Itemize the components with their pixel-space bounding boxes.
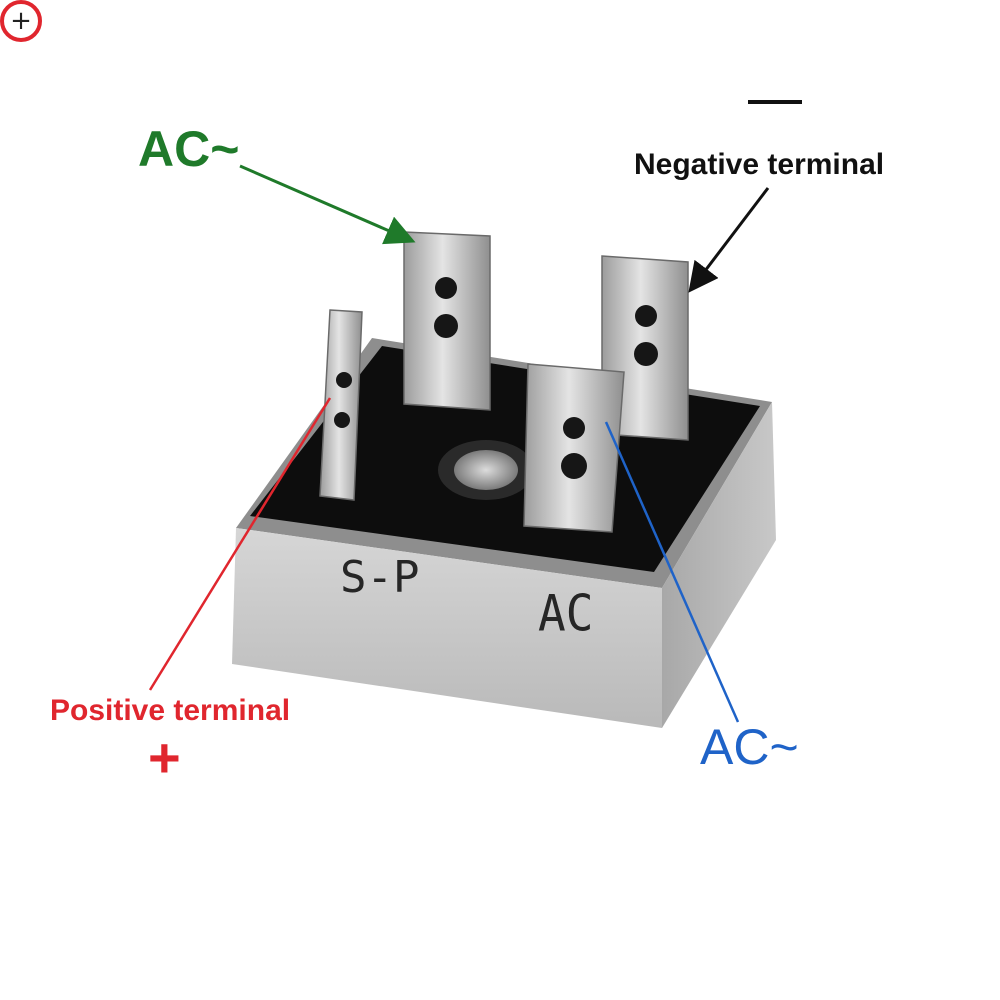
positive-terminal-label: Positive terminal (50, 694, 291, 727)
arrow-ac-right (604, 421, 740, 723)
terminal-positive (319, 309, 363, 501)
manufacturer-logo-mark: S-P (340, 552, 420, 603)
negative-terminal-label: Negative terminal (634, 148, 885, 181)
ac-label-right: AC~ (700, 719, 799, 775)
arrow-ac-top (239, 164, 416, 245)
positive-symbol: + (148, 726, 181, 789)
positive-polarity-mark: + (0, 0, 42, 42)
mounting-hole-inner (454, 450, 518, 490)
ac-label-top: AC~ (138, 121, 240, 177)
rectifier-housing (232, 338, 776, 728)
housing-right-face (662, 402, 776, 728)
terminal-negative (601, 255, 689, 441)
housing-front-face (232, 528, 662, 728)
arrow-positive (148, 397, 332, 691)
arrow-negative (688, 187, 770, 293)
negative-symbol: — (748, 100, 802, 104)
ac-body-mark: AC (538, 583, 594, 643)
positive-polarity-mark-text: + (10, 6, 32, 36)
terminal-ac-front (523, 363, 625, 533)
terminal-ac-back (403, 231, 491, 411)
